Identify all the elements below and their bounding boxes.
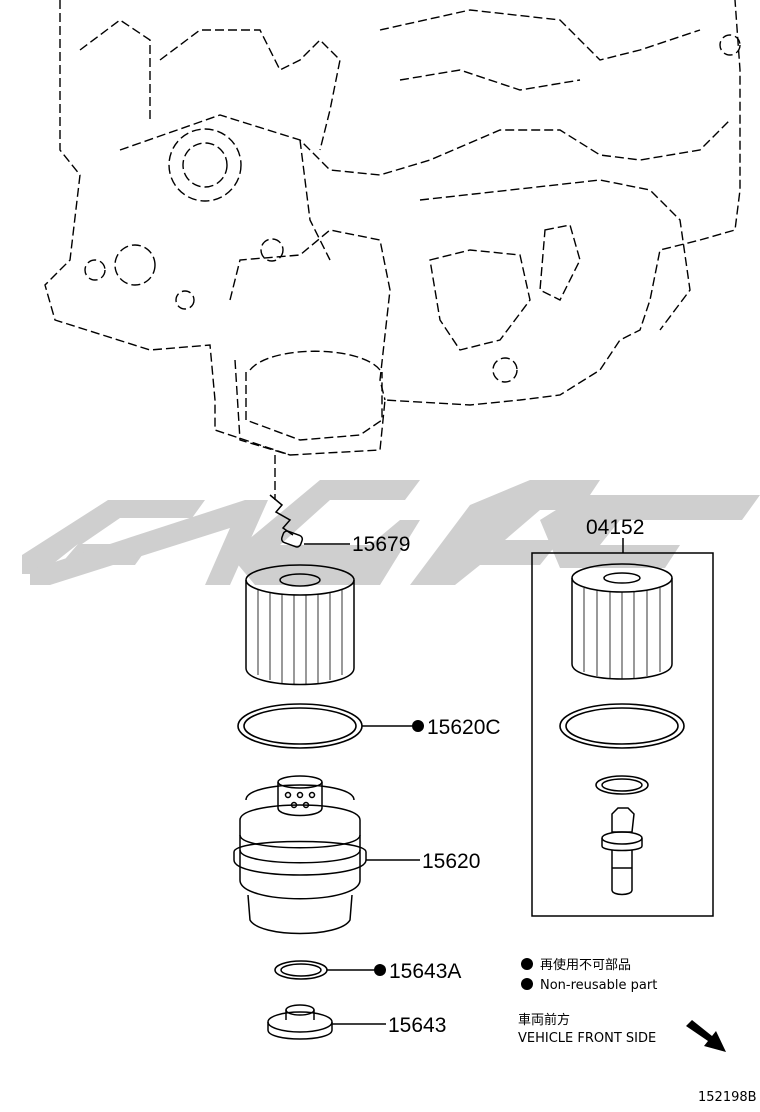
legend-english: Non-reusable part [540, 978, 657, 993]
part-label-04152: 04152 [586, 516, 644, 539]
part-label-15620C: 15620C [427, 716, 501, 739]
kit-drain-fitting [601, 807, 643, 896]
legend-bullet-icon [521, 978, 533, 990]
drain-hose-part [269, 494, 350, 548]
oring-large-part [237, 703, 412, 749]
filter-element [245, 564, 355, 686]
non-reusable-marker [412, 720, 424, 732]
diagram-reference: 152198B [698, 1090, 757, 1105]
engine-block [44, 0, 741, 500]
kit-filter-element [571, 563, 673, 680]
part-label-15643A: 15643A [389, 960, 461, 983]
oring-small-part [274, 960, 374, 980]
drain-plug-part [267, 1004, 386, 1040]
filter-cap-part [233, 775, 420, 935]
non-reusable-marker [374, 964, 386, 976]
legend-japanese: 再使用不可部品 [540, 957, 631, 973]
front-direction-arrow-icon [686, 1020, 726, 1052]
watermark-logo [22, 480, 760, 585]
legend-bullet-icon [521, 958, 533, 970]
kit-oring-small [595, 775, 649, 795]
part-label-15643: 15643 [388, 1014, 446, 1037]
kit-oring-large [559, 703, 685, 749]
direction-japanese: 車両前方 [518, 1012, 570, 1028]
part-label-15679: 15679 [352, 533, 410, 556]
element-kit-box [531, 538, 714, 917]
part-label-15620: 15620 [422, 850, 480, 873]
direction-english: VEHICLE FRONT SIDE [518, 1031, 656, 1046]
